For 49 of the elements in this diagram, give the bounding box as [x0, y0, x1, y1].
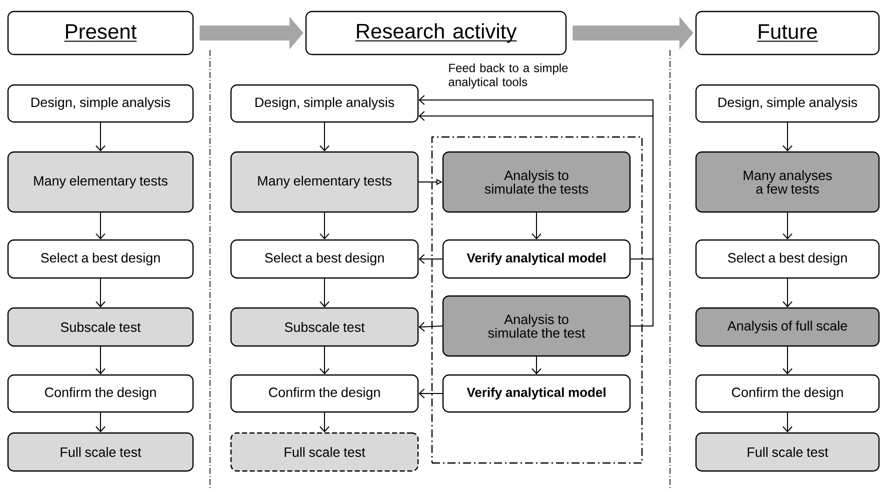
arrow [532, 356, 542, 374]
process-box: Select a best design [7, 239, 194, 279]
process-box: Design, simple analysis [230, 84, 419, 123]
process-box: Full scale test [7, 432, 194, 472]
process-box: Confirm the design [230, 374, 419, 413]
dashed-box: Full scale test [230, 432, 419, 472]
process-box: Design, simple analysis [7, 84, 194, 123]
arrow [782, 122, 792, 152]
feedback-arrow [418, 111, 654, 326]
arrow [320, 346, 330, 374]
arrow [782, 346, 792, 374]
process-box: Confirm the design [7, 374, 194, 413]
process-box: Verify analytical model [442, 374, 631, 413]
header-box: Research activity [305, 10, 567, 56]
process-box: Analysis of full scale [695, 307, 880, 347]
process-box: Analysis to simulate the test [442, 295, 631, 357]
arrow [96, 122, 106, 152]
feedback-arrow [418, 95, 654, 260]
process-box: Many analyses a few tests [695, 151, 880, 213]
arrow [320, 412, 330, 432]
process-box: Select a best design [695, 239, 880, 279]
arrow [532, 212, 542, 240]
process-box: Select a best design [230, 239, 419, 279]
arrow [418, 322, 443, 332]
arrow [782, 412, 792, 432]
process-box: Verify analytical model [442, 239, 631, 279]
arrow [320, 122, 330, 152]
process-box: Subscale test [230, 307, 419, 347]
arrow [782, 278, 792, 308]
process-box: Many elementary tests [7, 151, 194, 213]
process-box: Confirm the design [695, 374, 880, 413]
dash-dot-frame [431, 136, 643, 464]
arrow [320, 278, 330, 308]
arrow [320, 212, 330, 240]
header-box: Present [7, 10, 194, 56]
arrow [96, 212, 106, 240]
arrow [782, 212, 792, 240]
arrow [96, 346, 106, 374]
process-box: Subscale test [7, 307, 194, 347]
process-box: Many elementary tests [230, 151, 419, 213]
process-box: Design, simple analysis [695, 84, 880, 123]
arrow [418, 254, 443, 264]
process-box: Full scale test [695, 432, 880, 472]
header-box: Future [695, 10, 880, 56]
arrow [418, 388, 443, 398]
process-box: Analysis to simulate the tests [442, 151, 631, 213]
arrow [96, 412, 106, 432]
edge-label: Feed back to a simple analytical tools [448, 63, 568, 89]
arrow [96, 278, 106, 308]
